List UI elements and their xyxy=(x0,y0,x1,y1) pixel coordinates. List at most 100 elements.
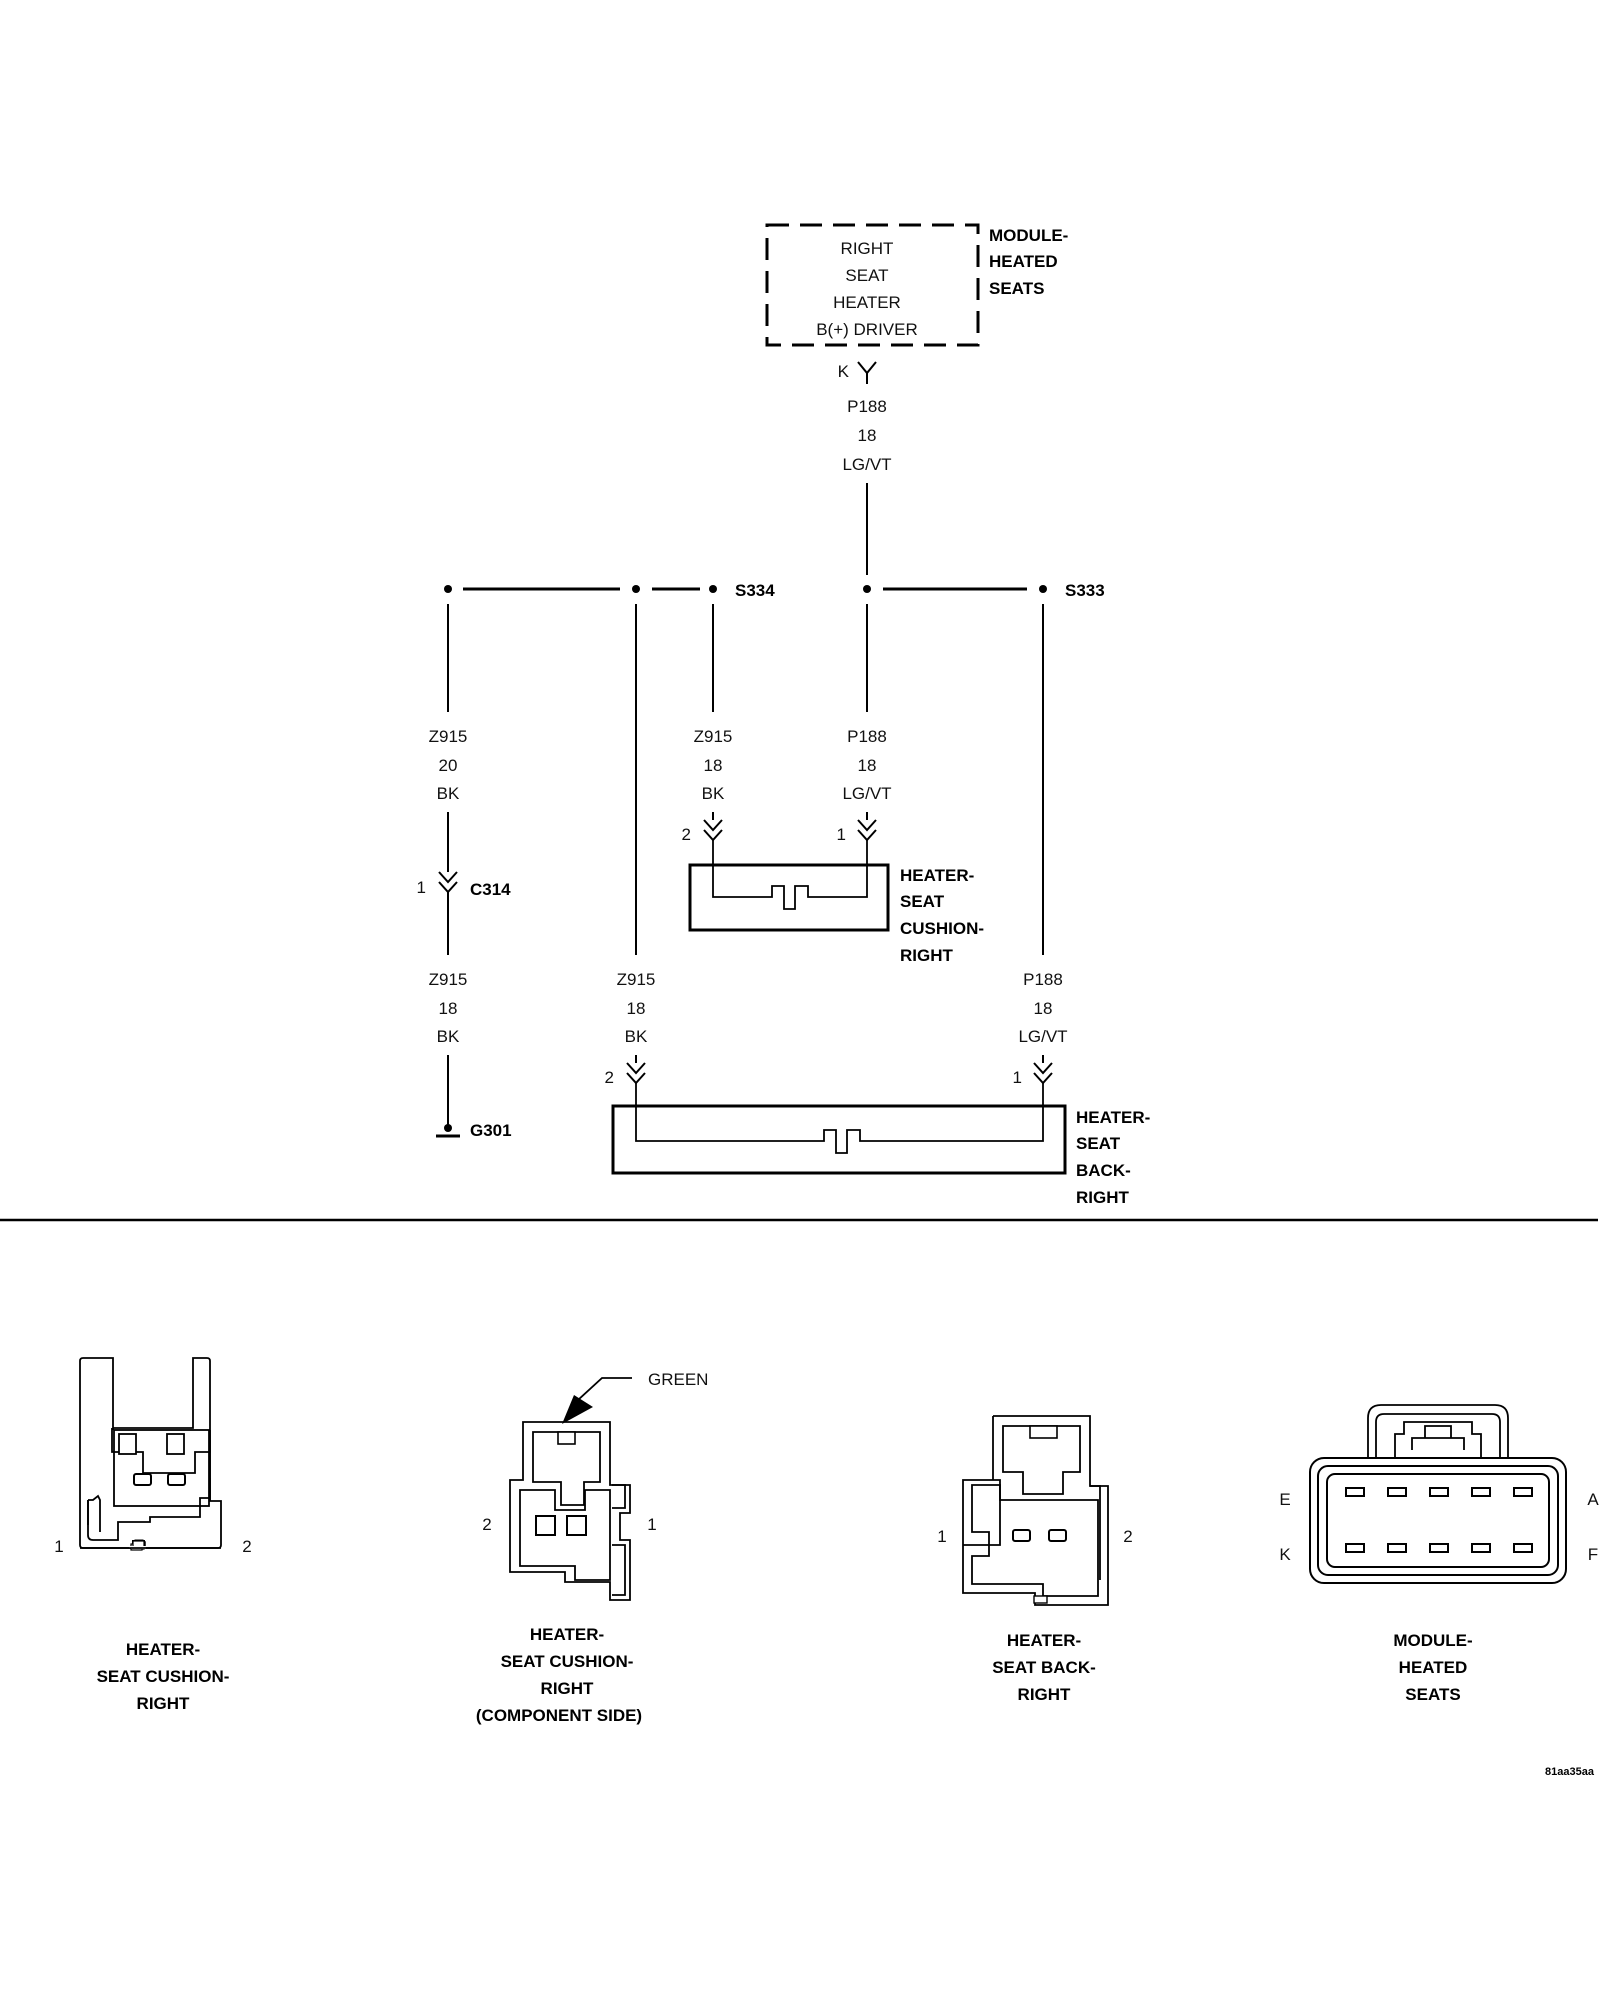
back-heater-name-line-3: BACK- xyxy=(1076,1161,1131,1180)
connector-view-module: E A K F MODULE- HEATED SEATS xyxy=(1279,1404,1599,1704)
module-name-line-3: SEATS xyxy=(989,279,1044,298)
splice-s333-label: S333 xyxy=(1065,581,1105,600)
cushion-pin-1-terminal xyxy=(857,819,877,842)
splice-dot xyxy=(1039,585,1047,593)
module-conn-outer xyxy=(1309,1457,1567,1584)
module-conn-latch-inner xyxy=(1375,1413,1501,1458)
module-function-line-3: HEATER xyxy=(833,293,901,312)
back-heater-name-line-4: RIGHT xyxy=(1076,1188,1130,1207)
module-heated-seats: RIGHT SEAT HEATER B(+) DRIVER MODULE- HE… xyxy=(765,223,1068,384)
splice-dot xyxy=(632,585,640,593)
view-module-pin-e: E xyxy=(1279,1490,1290,1509)
back-heater-box xyxy=(611,1104,1067,1175)
module-pin-cavity xyxy=(1513,1487,1533,1497)
view-component-label-line-3: RIGHT xyxy=(541,1679,595,1698)
splice-dot xyxy=(709,585,717,593)
wire-z915-cushion-color: BK xyxy=(702,784,725,803)
ground-branch: Z915 20 BK 1 C314 Z915 18 BK G301 xyxy=(417,604,512,1140)
splice-bus: S334 S333 xyxy=(444,581,1105,600)
view-module-label-line-1: MODULE- xyxy=(1393,1631,1472,1650)
figure-id: 81aa35aa xyxy=(1545,1766,1595,1778)
wire-p188-back-gauge: 18 xyxy=(1034,999,1053,1018)
component-key-slot xyxy=(557,1431,576,1445)
back-pin-1-label: 1 xyxy=(1013,1068,1022,1087)
cushion-pin-cavity xyxy=(167,1473,186,1486)
wire-z915-upper-circuit: Z915 xyxy=(429,727,468,746)
green-callout-arrow-icon xyxy=(562,1395,593,1424)
cushion-latch xyxy=(87,1494,101,1532)
back-key-bottom xyxy=(1033,1595,1048,1604)
view-module-pin-a: A xyxy=(1587,1490,1599,1509)
cushion-cavity xyxy=(113,1429,210,1507)
module-pin-cavity xyxy=(1345,1487,1365,1497)
component-side-tabs xyxy=(612,1484,626,1596)
splice-dot xyxy=(444,585,452,593)
connector-view-cushion-component: GREEN 2 1 HEATER- SEAT CUSHION- RIGHT (C… xyxy=(476,1370,709,1725)
wire-p188-cushion-circuit: P188 xyxy=(847,727,887,746)
view-module-pin-k: K xyxy=(1279,1545,1291,1564)
component-housing-top-cavity xyxy=(532,1431,601,1506)
cushion-heater-name-line-3: CUSHION- xyxy=(900,919,984,938)
view-module-label-line-3: SEATS xyxy=(1405,1685,1460,1704)
wire-z915-cushion-circuit: Z915 xyxy=(694,727,733,746)
cushion-pin-1-label: 1 xyxy=(837,825,846,844)
module-conn-inner xyxy=(1326,1473,1550,1568)
cushion-heater-element xyxy=(712,840,868,910)
component-housing-outer xyxy=(509,1421,631,1601)
back-heater-name-line-1: HEATER- xyxy=(1076,1108,1150,1127)
cushion-tab-left xyxy=(118,1433,137,1455)
module-pin-cavity xyxy=(1513,1543,1533,1553)
connector-view-back: 1 2 HEATER- SEAT BACK- RIGHT xyxy=(937,1415,1133,1704)
cushion-heater-name-line-1: HEATER- xyxy=(900,866,974,885)
cushion-heater-box xyxy=(688,863,890,932)
cushion-heater-name-line-4: RIGHT xyxy=(900,946,954,965)
wire-p188-top-gauge: 18 xyxy=(858,426,877,445)
wire-p188-back-circuit: P188 xyxy=(1023,970,1063,989)
wire-z915-upper-color: BK xyxy=(437,784,460,803)
seat-back-heater: Z915 18 BK 2 P188 18 LG/VT 1 HEATER- SEA… xyxy=(605,604,1150,1207)
component-pin-cavity xyxy=(535,1515,556,1536)
cushion-pin-cavity xyxy=(133,1473,152,1486)
wire-p188-top-color: LG/VT xyxy=(842,455,891,474)
view-cushion-label-line-1: HEATER- xyxy=(126,1640,200,1659)
wire-p188-cushion-gauge: 18 xyxy=(858,756,877,775)
view-component-label-line-2: SEAT CUSHION- xyxy=(501,1652,634,1671)
module-function-line-2: SEAT xyxy=(845,266,888,285)
module-conn-latch-outer xyxy=(1367,1404,1509,1458)
splice-dot xyxy=(863,585,871,593)
back-pin-2-label: 2 xyxy=(605,1068,614,1087)
view-back-pin-left: 1 xyxy=(937,1527,946,1546)
c314-pin: 1 xyxy=(417,878,426,897)
seat-cushion-heater: Z915 18 BK 2 P188 18 LG/VT 1 HEATER- SEA… xyxy=(682,604,984,965)
module-pin-cavity xyxy=(1429,1543,1449,1553)
wire-z915-cushion-gauge: 18 xyxy=(704,756,723,775)
back-pin-cavity xyxy=(1048,1529,1067,1542)
view-component-pin-right: 1 xyxy=(647,1515,656,1534)
module-pin-cavity xyxy=(1429,1487,1449,1497)
back-housing-inner xyxy=(971,1484,1099,1597)
cushion-pin-2-terminal xyxy=(703,819,723,842)
back-pin-2-terminal xyxy=(626,1062,646,1085)
cushion-heater-name-line-2: SEAT xyxy=(900,892,945,911)
wire-p188-back-color: LG/VT xyxy=(1018,1027,1067,1046)
cushion-tab-right xyxy=(166,1433,185,1455)
module-function-line-1: RIGHT xyxy=(841,239,894,258)
module-dashed-box xyxy=(765,223,980,347)
connector-view-cushion: 1 2 HEATER- SEAT CUSHION- RIGHT xyxy=(54,1357,252,1713)
view-back-label-line-3: RIGHT xyxy=(1018,1685,1072,1704)
c314-label: C314 xyxy=(470,880,511,899)
view-cushion-pin-left: 1 xyxy=(54,1537,63,1556)
component-pin-cavity xyxy=(566,1515,587,1536)
view-back-label-line-1: HEATER- xyxy=(1007,1631,1081,1650)
wire-z915-lower-color: BK xyxy=(437,1027,460,1046)
view-cushion-label-line-2: SEAT CUSHION- xyxy=(97,1667,230,1686)
view-back-label-line-2: SEAT BACK- xyxy=(992,1658,1096,1677)
cushion-housing-inner-top xyxy=(111,1428,211,1474)
back-pin-1-terminal xyxy=(1033,1062,1053,1085)
back-housing-outer xyxy=(962,1415,1109,1606)
view-component-label-line-4: (COMPONENT SIDE) xyxy=(476,1706,642,1725)
wire-p188-top-circuit: P188 xyxy=(847,397,887,416)
back-pin-cavity xyxy=(1012,1529,1031,1542)
back-heater-name-line-2: SEAT xyxy=(1076,1134,1121,1153)
